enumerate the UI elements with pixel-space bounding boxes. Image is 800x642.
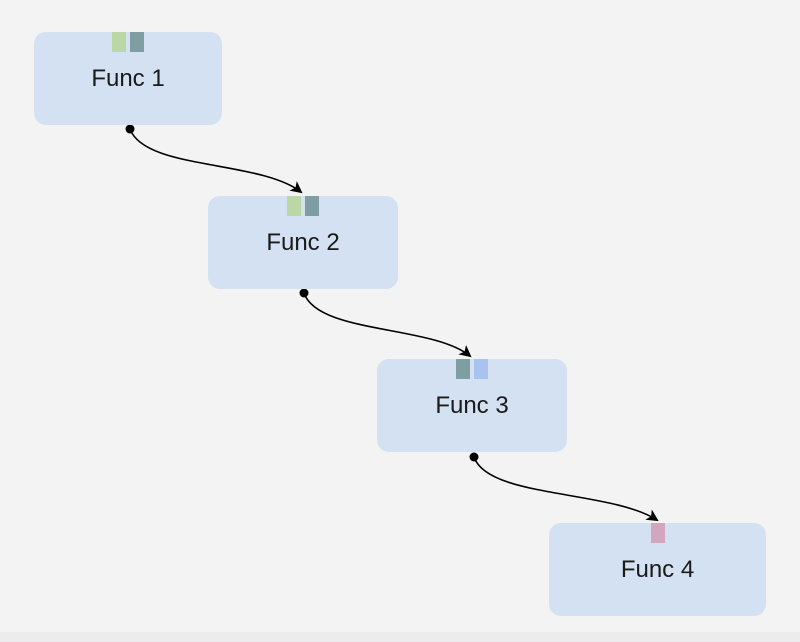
node-func-1[interactable]: Func 1 [34, 32, 222, 125]
edge-func3-func4[interactable] [469, 452, 659, 522]
edge-path[interactable] [473, 456, 659, 522]
input-port[interactable] [287, 196, 301, 216]
input-port[interactable] [130, 32, 144, 52]
edge-func1-func2[interactable] [125, 124, 303, 194]
edge-path[interactable] [129, 128, 303, 194]
node-func-3[interactable]: Func 3 [377, 359, 567, 452]
input-port[interactable] [112, 32, 126, 52]
edge-source-dot [299, 288, 309, 298]
input-port[interactable] [456, 359, 470, 379]
node-label: Func 3 [435, 392, 509, 419]
input-port[interactable] [474, 359, 488, 379]
edge-path[interactable] [303, 292, 472, 358]
node-label: Func 2 [266, 229, 340, 256]
node-func-4[interactable]: Func 4 [549, 523, 766, 616]
edge-source-dot [469, 452, 479, 462]
node-label: Func 1 [91, 65, 165, 92]
input-port[interactable] [651, 523, 665, 543]
node-func-2[interactable]: Func 2 [208, 196, 398, 289]
edge-source-dot [125, 124, 135, 134]
input-port[interactable] [305, 196, 319, 216]
bottom-strip [0, 632, 800, 642]
node-label: Func 4 [620, 556, 695, 583]
edge-func2-func3[interactable] [299, 288, 472, 358]
